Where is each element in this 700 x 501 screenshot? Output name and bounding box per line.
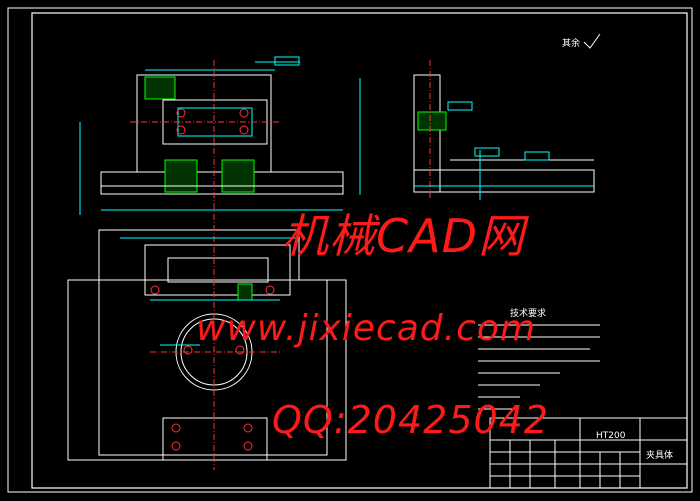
title-block [489,417,688,489]
watermark-line-1: 机械CAD网 [282,209,526,263]
part-name-label: 夹具体 [646,449,673,461]
watermark-line-3: QQ:20425042 [272,398,550,442]
inner-frame [31,12,688,489]
top-view [67,225,347,470]
roughness-note: 其余 [562,37,580,49]
roughness-symbol [583,33,601,49]
outer-frame [7,7,693,493]
side-view [413,60,595,200]
technical-requirements-heading: 技术要求 [510,307,546,319]
watermark-line-2: www.jixiecad.com [196,308,536,349]
technical-requirements-lines [478,324,600,410]
material-label: HT200 [596,431,626,441]
front-view [79,56,361,230]
